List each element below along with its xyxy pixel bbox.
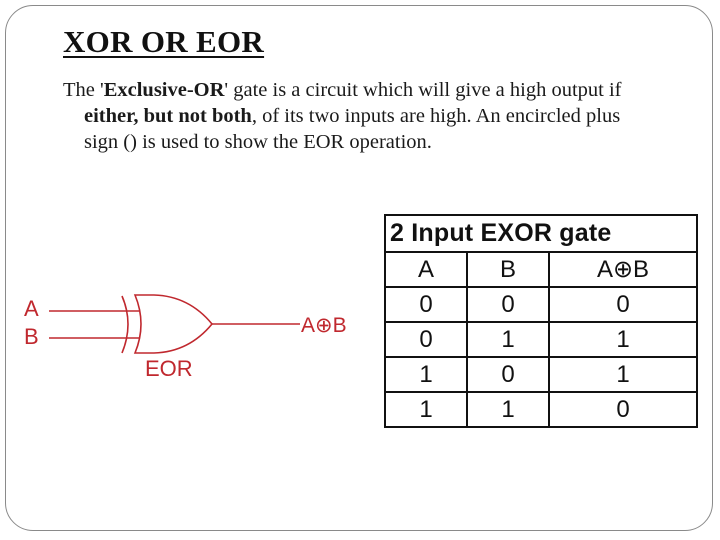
header-a: A <box>384 251 468 288</box>
input-b-label: B <box>24 324 39 349</box>
table-row: 0 1 1 <box>384 321 698 358</box>
bold-term: Exclusive-OR <box>103 79 225 101</box>
table-row: 1 1 0 <box>384 391 698 428</box>
or-gate-body-icon <box>133 294 214 354</box>
header-output: A⊕B <box>548 251 698 288</box>
description-paragraph: The 'Exclusive-OR' gate is a circuit whi… <box>63 77 654 155</box>
cell-a: 0 <box>384 321 468 358</box>
input-a-label: A <box>24 296 39 321</box>
xor-gate-diagram: A B EOR A⊕B <box>24 294 347 381</box>
gate-name-label: EOR <box>145 356 193 381</box>
cell-b: 0 <box>466 356 550 393</box>
cell-b: 1 <box>466 321 550 358</box>
para-middle: ' gate is a circuit which will give a hi… <box>224 79 622 101</box>
bold-condition: either, but not both <box>84 105 252 127</box>
cell-a: 1 <box>384 391 468 428</box>
cell-output: 1 <box>548 356 698 393</box>
header-b: B <box>466 251 550 288</box>
cell-a: 1 <box>384 356 468 393</box>
slide-frame <box>5 5 713 531</box>
table-row: 0 0 0 <box>384 286 698 323</box>
cell-output: 0 <box>548 286 698 323</box>
cell-b: 1 <box>466 391 550 428</box>
truth-table: 2 Input EXOR gate A B A⊕B 0 0 0 0 1 1 1 … <box>384 214 698 428</box>
cell-a: 0 <box>384 286 468 323</box>
para-prefix: The ' <box>63 79 104 101</box>
truth-table-caption: 2 Input EXOR gate <box>384 214 698 253</box>
cell-output: 0 <box>548 391 698 428</box>
para-suffix: , of its two inputs are high. An encircl… <box>84 105 621 153</box>
slide-title: XOR OR EOR <box>63 24 265 59</box>
cell-output: 1 <box>548 321 698 358</box>
xor-extra-curve <box>121 295 129 354</box>
cell-b: 0 <box>466 286 550 323</box>
table-row: 1 0 1 <box>384 356 698 393</box>
output-label: A⊕B <box>301 314 347 337</box>
